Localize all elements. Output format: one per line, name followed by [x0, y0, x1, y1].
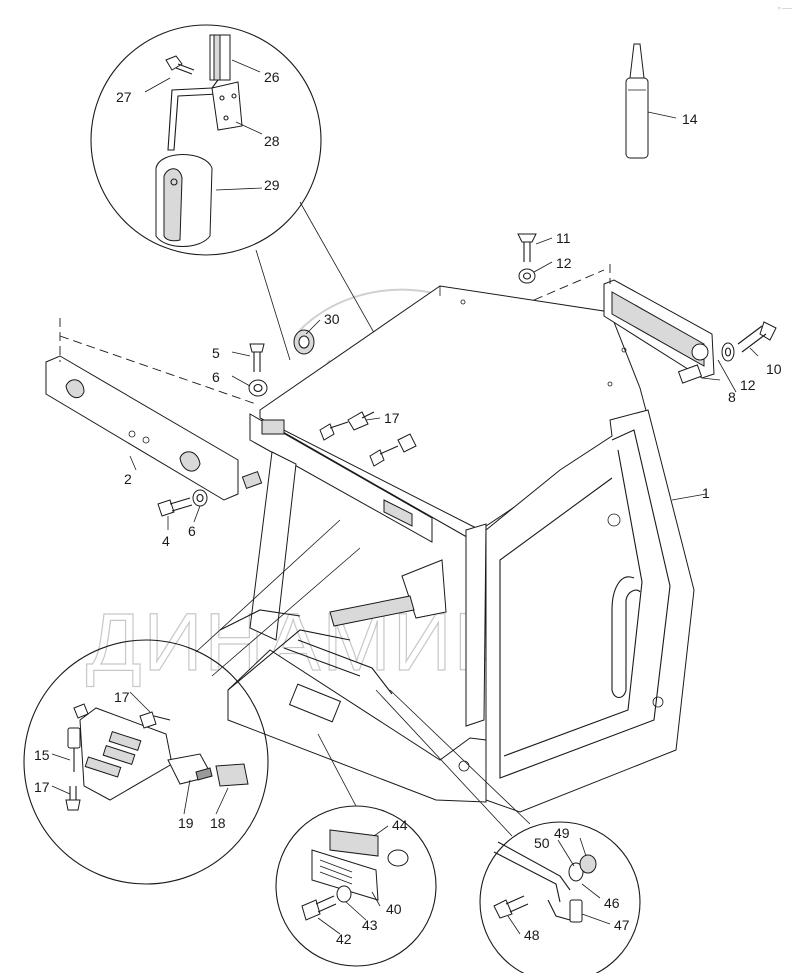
label-18: 18: [210, 815, 226, 831]
bolt-27: [165, 55, 195, 75]
light-detail-circle: [23, 519, 361, 885]
label-14: 14: [682, 111, 698, 127]
mirror-head-29: [155, 154, 213, 247]
label-12-top: 12: [556, 255, 572, 271]
washer-12-top: [518, 268, 536, 284]
label-44: 44: [392, 817, 408, 833]
washer-12-rear: [721, 342, 735, 362]
label-17-roof: 17: [384, 410, 400, 426]
label-6-top: 6: [212, 369, 220, 385]
plate-detail-circle: [275, 733, 437, 967]
bolt-10: [737, 321, 777, 353]
label-19: 19: [178, 815, 194, 831]
rear-panel: [533, 264, 715, 379]
washer-43: [336, 885, 352, 903]
label-29: 29: [264, 177, 280, 193]
plate-40: [311, 849, 379, 901]
reflector-44: [329, 829, 379, 857]
label-50: 50: [534, 835, 550, 851]
nut-49: [579, 854, 597, 874]
mirror-bracket-26: [167, 34, 231, 151]
label-26: 26: [264, 69, 280, 85]
label-17-detail-bottom: 17: [34, 779, 50, 795]
label-17-detail-top: 17: [114, 689, 130, 705]
label-5: 5: [212, 345, 220, 361]
washer-50: [568, 862, 584, 882]
front-panel-2: [45, 318, 257, 501]
label-12-rear: 12: [740, 377, 756, 393]
spacer-15: [67, 727, 81, 772]
bolt-42: [301, 895, 337, 921]
label-27: 27: [116, 89, 132, 105]
lamp-19: [167, 753, 213, 785]
label-48: 48: [524, 927, 540, 943]
label-46: 46: [604, 895, 620, 911]
screw-17-detail-bottom: [65, 786, 81, 811]
label-30: 30: [324, 311, 340, 327]
label-8: 8: [728, 389, 736, 405]
screw-17-detail-top: [73, 703, 171, 729]
label-49: 49: [554, 825, 570, 841]
callout-labels: 27 26 28 29 14 11 12 30 5 6 17 10 12 8 2…: [34, 69, 782, 947]
label-11: 11: [556, 230, 571, 246]
label-6-front: 6: [188, 523, 196, 539]
label-15: 15: [34, 747, 50, 763]
screws-17-roof: [319, 411, 417, 467]
leader-lines: [51, 59, 759, 935]
label-43: 43: [362, 917, 378, 933]
label-42: 42: [336, 931, 352, 947]
washer-6-top: [248, 379, 268, 397]
mount-plate-light: [79, 707, 173, 801]
label-2: 2: [124, 471, 132, 487]
mirror-plate-28: [211, 81, 243, 131]
nut-8: [677, 364, 703, 384]
latch-bar-46: [493, 841, 571, 921]
bolt-4: [157, 497, 193, 517]
label-47: 47: [614, 917, 630, 933]
label-40: 40: [386, 901, 402, 917]
bolt-11: [517, 233, 537, 262]
stud-47: [569, 899, 583, 923]
bolt-48: [493, 895, 529, 919]
label-10: 10: [766, 361, 782, 377]
label-4: 4: [162, 533, 170, 549]
grommet-30: [293, 329, 315, 355]
sealant-tube-14: [625, 43, 649, 159]
bolt-5: [249, 343, 265, 372]
bushing-front: [241, 470, 263, 490]
washer-6-front: [192, 489, 208, 507]
label-1: 1: [702, 485, 710, 501]
cab-frame-1: [219, 285, 695, 813]
lens-18: [215, 763, 249, 787]
latch-detail-circle: [375, 689, 641, 973]
corner-mark: ≈ ——: [778, 6, 792, 12]
spacer-40: [387, 849, 409, 867]
label-28: 28: [264, 133, 280, 149]
